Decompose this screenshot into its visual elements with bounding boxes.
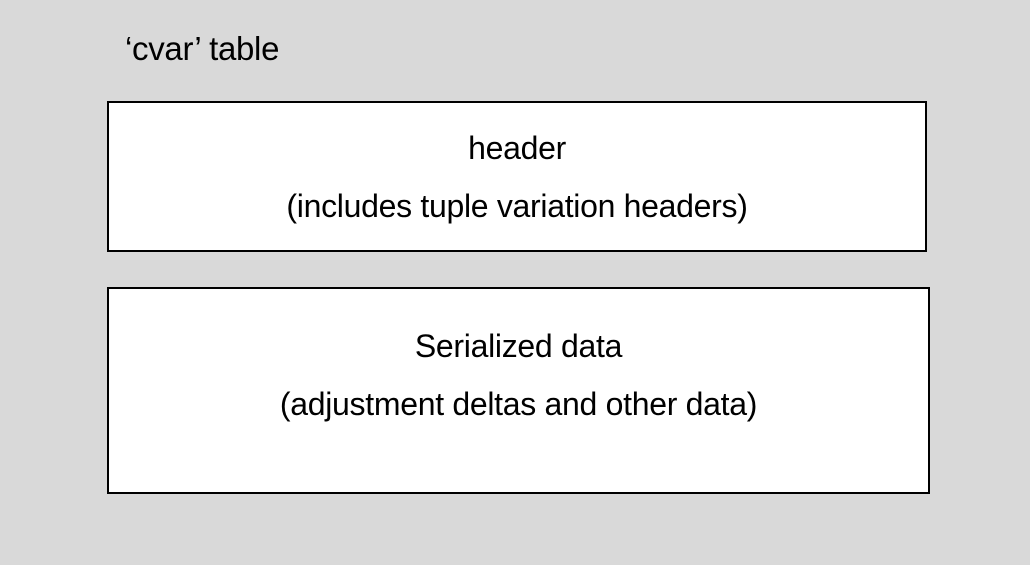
serialized-data-box-title: Serialized data [414, 328, 623, 364]
serialized-data-box-subtitle: (adjustment deltas and other data) [279, 386, 758, 422]
header-box-subtitle: (includes tuple variation headers) [286, 187, 748, 224]
header-box-title: header [468, 129, 566, 166]
diagram-title: ‘cvar’ table [125, 30, 280, 67]
serialized-data-box: Serialized data (adjustment deltas and o… [107, 287, 930, 494]
header-box: header (includes tuple variation headers… [107, 101, 927, 252]
